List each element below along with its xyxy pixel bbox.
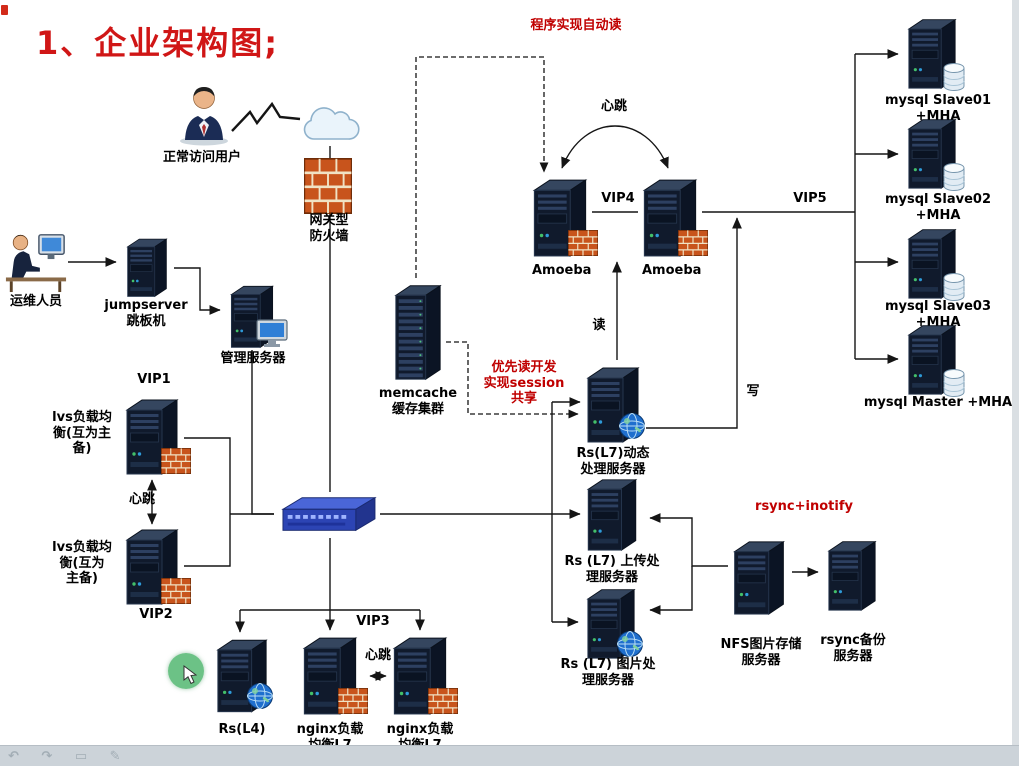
globe-icon <box>616 630 644 658</box>
red-corner-marker <box>1 5 8 15</box>
rs-l4-node <box>214 636 274 714</box>
rs-upload-label: Rs (L7) 上传处 理服务器 <box>564 554 660 585</box>
tower-server-icon <box>828 541 876 611</box>
lvs-heartbeat-label: 心跳 <box>128 492 155 507</box>
amoeba-heartbeat-label: 心跳 <box>600 99 627 114</box>
rack-server-icon <box>395 285 441 380</box>
lvs1-label: lvs负载均 衡(互为主 备) <box>52 410 112 457</box>
mysql-master-node <box>904 322 965 397</box>
vip5-label: VIP5 <box>793 191 827 206</box>
normal-user-node <box>178 84 230 146</box>
firewall-brick-icon <box>678 230 708 256</box>
rs-upload-node <box>584 476 640 552</box>
amoeba2-label: Amoeba <box>642 263 702 278</box>
database-icon <box>943 163 965 191</box>
page-title: 1、企业架构图; <box>36 24 280 62</box>
cloud-icon <box>303 107 360 140</box>
rs-image-node <box>582 586 644 660</box>
vip1-label: VIP1 <box>137 372 171 387</box>
nfs-node <box>730 538 788 616</box>
lvs1-node <box>122 396 191 476</box>
nginx1-node <box>300 634 368 716</box>
vip2-label: VIP2 <box>139 607 173 622</box>
firewall-brick-icon <box>161 578 191 604</box>
mysql-slave02-node <box>904 116 965 191</box>
database-icon <box>943 63 965 91</box>
database-icon <box>943 273 965 301</box>
globe-icon <box>618 412 646 440</box>
bottom-toolbar-strip: ↶ ↷ ▭ ✎ <box>0 745 1019 766</box>
core-switch-node <box>276 492 380 538</box>
internet-cloud-node <box>298 102 360 146</box>
faded-toolbar-icons: ↶ ↷ ▭ ✎ <box>8 749 130 764</box>
globe-icon <box>246 682 274 710</box>
tower-server-icon <box>127 238 167 297</box>
nginx-heartbeat-label: 心跳 <box>364 648 391 663</box>
rsync-inotify-note: rsync+inotify <box>755 499 853 514</box>
database-icon <box>943 369 965 397</box>
jumpserver-node <box>120 236 174 298</box>
vip4-label: VIP4 <box>601 191 635 206</box>
amoeba1-label: Amoeba <box>532 263 592 278</box>
amoeba1-node <box>530 176 598 258</box>
tower-server-icon <box>587 479 637 551</box>
lvs2-node <box>122 526 191 606</box>
vip3-label: VIP3 <box>356 614 390 629</box>
person-at-computer-icon <box>5 234 67 293</box>
memcache-node <box>392 282 444 382</box>
jumpserver-label: jumpserver 跳板机 <box>104 298 188 329</box>
amoeba2-node <box>640 176 708 258</box>
normal-user-label: 正常访问用户 <box>162 150 241 165</box>
rsync-backup-node <box>824 538 880 612</box>
rsync-backup-label: rsync备份 服务器 <box>820 633 886 664</box>
tower-server-icon <box>734 541 784 615</box>
switch-icon <box>282 497 376 531</box>
rs-l4-label: Rs(L4) <box>218 722 266 737</box>
person-icon <box>179 86 229 146</box>
rs-dynamic-label: Rs(L7)动态 处理服务器 <box>576 446 650 477</box>
nfs-label: NFS图片存储 服务器 <box>720 637 802 668</box>
firewall-brick-icon <box>338 688 368 714</box>
mysql-master-label: mysql Master +MHA <box>863 395 1013 410</box>
mgmt-server-label: 管理服务器 <box>220 351 286 366</box>
monitor-icon <box>256 319 288 348</box>
mysql-slave03-node <box>904 226 965 301</box>
memcache-label: memcache 缓存集群 <box>378 386 458 417</box>
rs-image-label: Rs (L7) 图片处 理服务器 <box>560 657 656 688</box>
mysql-slave02-label: mysql Slave02 +MHA <box>884 192 992 223</box>
mgmt-server-node <box>224 283 288 349</box>
write-label: 写 <box>746 384 760 399</box>
gateway-firewall-label: 网关型 防火墙 <box>309 213 349 244</box>
nginx2-node <box>390 634 458 716</box>
ops-person-node <box>4 228 68 294</box>
firewall-brick-icon <box>428 688 458 714</box>
auto-read-note: 程序实现自动读 <box>530 18 622 33</box>
firewall-brick-icon <box>161 448 191 474</box>
firewall-brick-icon <box>304 158 352 214</box>
session-share-note: 优先读开发 实现session 共享 <box>483 360 565 407</box>
ops-label: 运维人员 <box>9 294 62 309</box>
mysql-slave01-node <box>904 16 965 91</box>
mouse-cursor-icon <box>183 665 197 685</box>
read-label: 读 <box>592 318 606 333</box>
lvs2-label: lvs负载均 衡(互为 主备) <box>52 540 112 587</box>
right-edge-strip <box>1012 0 1019 745</box>
rs-dynamic-node <box>584 364 646 444</box>
gateway-firewall-node <box>304 158 352 214</box>
firewall-brick-icon <box>568 230 598 256</box>
